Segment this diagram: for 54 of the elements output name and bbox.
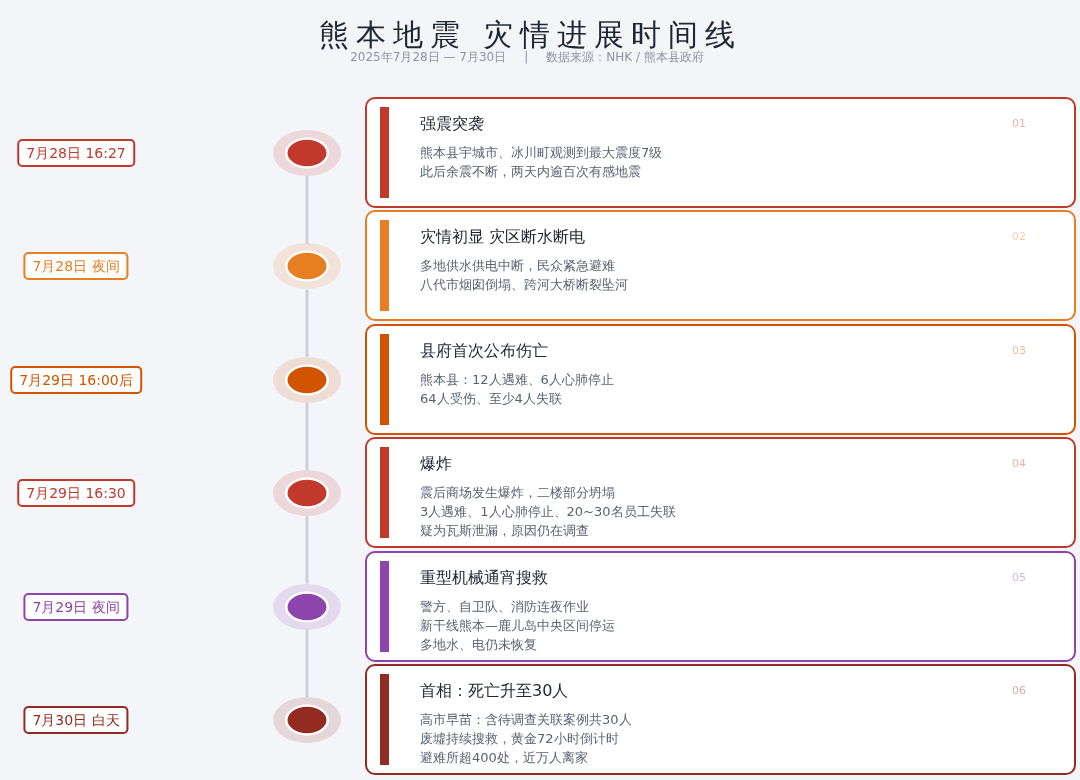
timeline-line (305, 402, 309, 471)
event-card (365, 97, 1076, 208)
event-text: 多地供水供电中断，民众紧急避难 (420, 257, 615, 276)
event-text: 高市早苗：含待调查关联案例共30人 (420, 711, 632, 729)
event-card (365, 210, 1076, 322)
date-tag: 7月30日 白天 (23, 706, 129, 734)
timeline-dot (273, 583, 341, 630)
event-title: 县府首次公布伤亡 (420, 339, 548, 362)
subtitle-text: 2025年7月28日 — 7月30日 (350, 50, 507, 65)
event-number: 03 (1012, 343, 1026, 358)
date-tag: 7月29日 夜间 (23, 592, 129, 621)
event-title: 灾情初显 灾区断水断电 (420, 226, 586, 249)
event-text: 废墟持续搜救，黄金72小时倒计时 (420, 730, 619, 748)
timeline-line (305, 176, 309, 244)
timeline-line (305, 289, 309, 357)
date-tag: 7月28日 夜间 (23, 252, 129, 281)
event-text: 64人受伤、至少4人失联 (420, 389, 562, 408)
date-tag: 7月29日 16:30 (17, 479, 135, 508)
timeline-dot (273, 130, 341, 176)
event-text: 多地水、电仍未恢复 (420, 635, 537, 654)
event-card (365, 323, 1076, 435)
page-title: 熊本地震 灾情进展时间线 (317, 16, 743, 52)
event-text: 3人遇难、1人心肺停止、20~30名员工失联 (420, 503, 676, 522)
timeline-line (305, 516, 309, 584)
event-text: 熊本县：12人遇难、6人心肺停止 (420, 370, 614, 389)
event-number: 02 (1012, 230, 1026, 245)
event-text: 八代市烟囱倒塌、跨河大桥断裂坠河 (420, 276, 628, 295)
event-text: 震后商场发生爆炸，二楼部分坍塌 (420, 484, 615, 503)
event-text: 疑为瓦斯泄漏，原因仍在调查 (420, 522, 589, 541)
event-card (365, 664, 1076, 775)
date-tag: 7月29日 16:00后 (10, 365, 142, 394)
event-text: 新干线熊本—鹿儿岛中央区间停运 (420, 616, 615, 635)
timeline-line (305, 629, 309, 697)
event-number: 05 (1012, 570, 1026, 585)
event-title: 首相：死亡升至30人 (420, 680, 569, 702)
timeline-dot (273, 697, 341, 743)
timeline-dot (273, 243, 341, 290)
timeline-dot (273, 470, 341, 517)
event-text: 熊本县宇城市、冰川町观测到最大震度7级 (420, 144, 663, 162)
event-card (365, 550, 1076, 662)
event-title: 重型机械通宵搜救 (420, 566, 548, 589)
timeline-dot (273, 356, 341, 403)
event-number: 06 (1012, 684, 1026, 698)
event-number: 04 (1012, 457, 1026, 472)
event-title: 强震突袭 (420, 113, 484, 135)
event-text: 此后余震不断，两天内逾百次有感地震 (420, 163, 641, 181)
event-text: 避难所超400处，近万人离家 (420, 749, 588, 767)
subtitle-text: 数据来源：NHK / 熊本县政府 (546, 49, 704, 65)
event-title: 爆炸 (420, 453, 452, 476)
event-number: 01 (1012, 117, 1026, 131)
separator: | (524, 49, 529, 65)
event-card (365, 437, 1076, 549)
event-text: 警方、自卫队、消防连夜作业 (420, 597, 589, 616)
date-tag: 7月28日 16:27 (17, 139, 135, 167)
